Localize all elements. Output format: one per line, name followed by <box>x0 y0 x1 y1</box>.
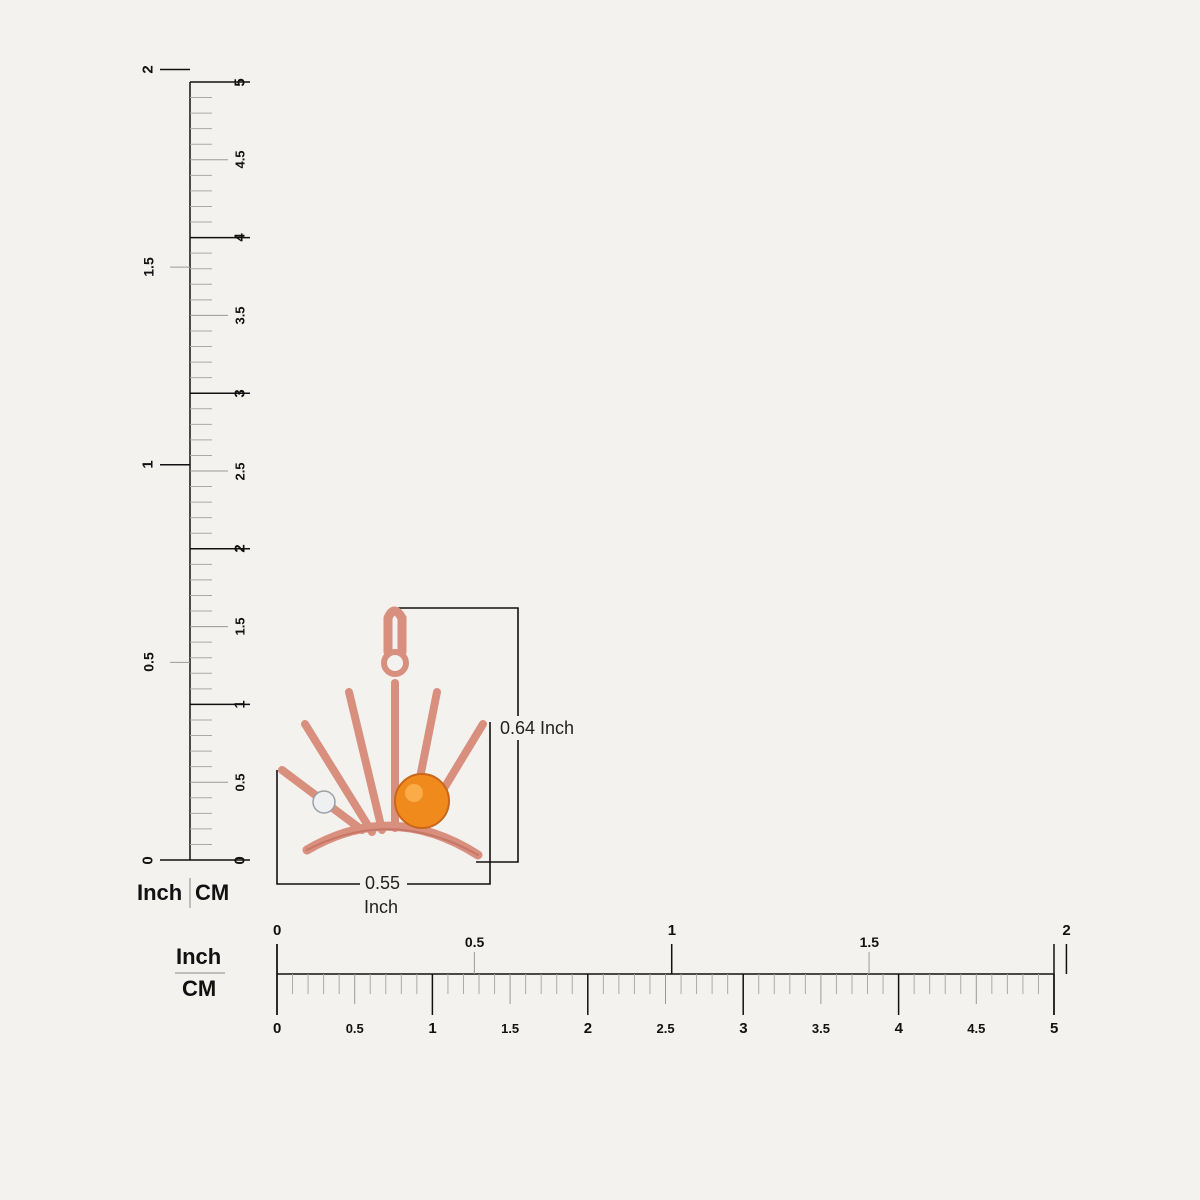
vertical-unit-cm: CM <box>195 880 230 905</box>
horizontal-cm-tick-label: 2.5 <box>656 1020 675 1036</box>
vertical-cm-tick-label: 5 <box>231 77 249 87</box>
horizontal-inch-tick-label: 2 <box>1062 921 1071 939</box>
vertical-inch-tick-label: 0 <box>139 855 157 865</box>
horizontal-cm-tick-label: 1.5 <box>501 1020 520 1036</box>
vertical-cm-tick-label: 1 <box>231 700 249 709</box>
vertical-cm-tick-label: 3.5 <box>232 306 248 325</box>
vertical-ruler-ticks <box>160 68 250 861</box>
vertical-cm-tick-label: 4 <box>231 233 249 242</box>
horizontal-cm-tick-label: 2 <box>583 1019 593 1037</box>
vertical-inch-tick-label: 2 <box>139 65 157 74</box>
horizontal-inch-tick-label: 0.5 <box>464 934 485 950</box>
pendant-jump-ring <box>381 649 409 677</box>
vertical-cm-tick-label: 0.5 <box>232 773 248 792</box>
horizontal-cm-tick-label: 0.5 <box>345 1020 364 1036</box>
vertical-inch-tick-label: 1 <box>139 460 157 469</box>
horizontal-unit-inch: Inch <box>176 944 222 969</box>
horizontal-inch-tick-label: 1 <box>667 921 677 939</box>
center-stone <box>394 773 450 829</box>
horizontal-cm-tick-label: 0 <box>273 1019 282 1037</box>
pendant-illustration <box>278 606 487 860</box>
vertical-inch-tick-label: 0.5 <box>140 652 157 673</box>
vertical-inch-tick-label: 1.5 <box>140 257 157 277</box>
accent-stone <box>312 790 336 814</box>
horizontal-cm-tick-label: 3.5 <box>811 1020 830 1036</box>
vertical-cm-tick-label: 2.5 <box>232 461 248 481</box>
height-dimension-label: 0.64 Inch <box>500 718 575 738</box>
horizontal-cm-tick-label: 4 <box>894 1019 903 1037</box>
pendant-arc <box>302 821 483 860</box>
horizontal-unit-cm: CM <box>182 976 217 1001</box>
horizontal-cm-tick-label: 1 <box>428 1019 437 1037</box>
width-dimension-unit: Inch <box>364 897 399 917</box>
vertical-unit-inch: Inch <box>137 880 183 905</box>
vertical-cm-tick-label: 2 <box>231 544 249 553</box>
pendant-rays <box>278 679 487 836</box>
width-dimension-lines <box>276 722 491 885</box>
horizontal-ruler-ticks <box>276 944 1068 1015</box>
vertical-cm-tick-label: 0 <box>231 855 249 865</box>
horizontal-cm-tick-label: 3 <box>739 1019 748 1037</box>
vertical-cm-tick-label: 4.5 <box>232 150 248 169</box>
vertical-cm-tick-label: 3 <box>231 389 249 398</box>
horizontal-cm-tick-label: 5 <box>1050 1019 1059 1037</box>
pendant-bail <box>383 606 407 657</box>
width-dimension-value: 0.55 <box>365 873 401 893</box>
vertical-cm-tick-label: 1.5 <box>232 617 248 636</box>
horizontal-cm-tick-label: 4.5 <box>967 1020 986 1036</box>
horizontal-inch-tick-label: 1.5 <box>859 934 880 950</box>
horizontal-inch-tick-label: 0 <box>273 921 282 939</box>
